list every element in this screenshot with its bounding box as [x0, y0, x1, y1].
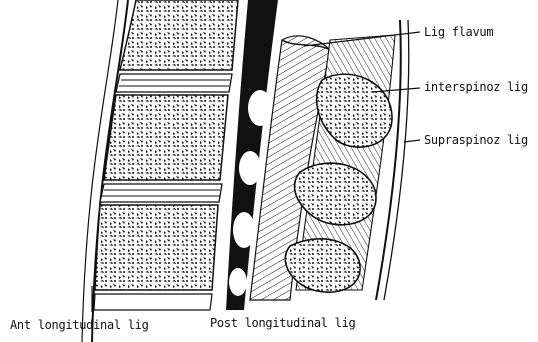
label-interspinoz-lig: interspinoz lig: [424, 80, 528, 94]
label-ant-longitudinal-lig: Ant longitudinal lig: [10, 318, 149, 332]
intervertebral-disc-upper: [116, 74, 232, 92]
label-lig-flavum: Lig flavum: [424, 25, 493, 39]
vertebral-body-bottom: [95, 205, 218, 290]
leader-line-supraspinoz-lig: [404, 140, 420, 142]
vertebral-body-middle: [104, 95, 228, 180]
intervertebral-disc-lower: [100, 184, 222, 202]
vertebral-body-top: [120, 0, 238, 70]
label-supraspinoz-lig: Supraspinoz lig: [424, 133, 528, 147]
label-post-longitudinal-lig: Post longitudinal lig: [210, 316, 355, 330]
